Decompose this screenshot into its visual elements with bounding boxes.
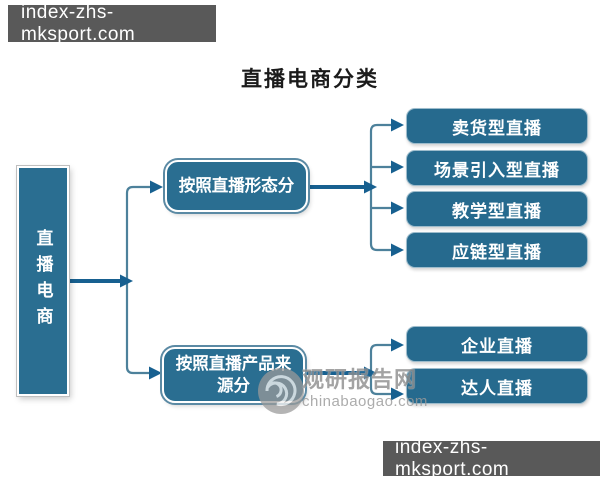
site-banner-bottom-label: index-zhs-mksport.com: [395, 436, 510, 480]
diagram-title: 直播电商分类: [241, 68, 379, 91]
leaf-node-teaching: 教学型直播: [406, 191, 588, 227]
site-banner-top-label: index-zhs-mksport.com: [21, 1, 136, 45]
branch-node-by-product-source: 按照直播产品来源分: [162, 347, 305, 403]
leaf-node-influencer-label: 达人直播: [461, 378, 533, 398]
leaf-node-selling-label: 卖货型直播: [452, 118, 542, 138]
root-node: 直播电商: [17, 166, 69, 396]
leaf-node-enterprise-label: 企业直播: [461, 336, 533, 356]
leaf-node-influencer: 达人直播: [406, 368, 588, 404]
leaf-node-teaching-label: 教学型直播: [452, 201, 542, 221]
site-banner-top: index-zhs-mksport.com: [8, 2, 216, 45]
leaf-node-supply-chain-label: 应链型直播: [452, 242, 542, 262]
branch-node-by-form: 按照直播形态分: [165, 160, 308, 212]
leaf-node-scene-introduction: 场景引入型直播: [406, 150, 588, 186]
root-node-label: 直播电商: [33, 229, 53, 333]
branch-node-by-form-label: 按照直播形态分: [178, 176, 295, 195]
leaf-node-supply-chain: 应链型直播: [406, 232, 588, 268]
leaf-node-enterprise: 企业直播: [406, 326, 588, 362]
branch-node-by-product-source-label: 按照直播产品来源分: [175, 354, 292, 395]
leaf-node-scene-introduction-label: 场景引入型直播: [434, 160, 560, 180]
leaf-node-selling: 卖货型直播: [406, 108, 588, 144]
arrowhead-icons: [120, 118, 404, 401]
site-banner-bottom: index-zhs-mksport.com: [383, 437, 600, 480]
